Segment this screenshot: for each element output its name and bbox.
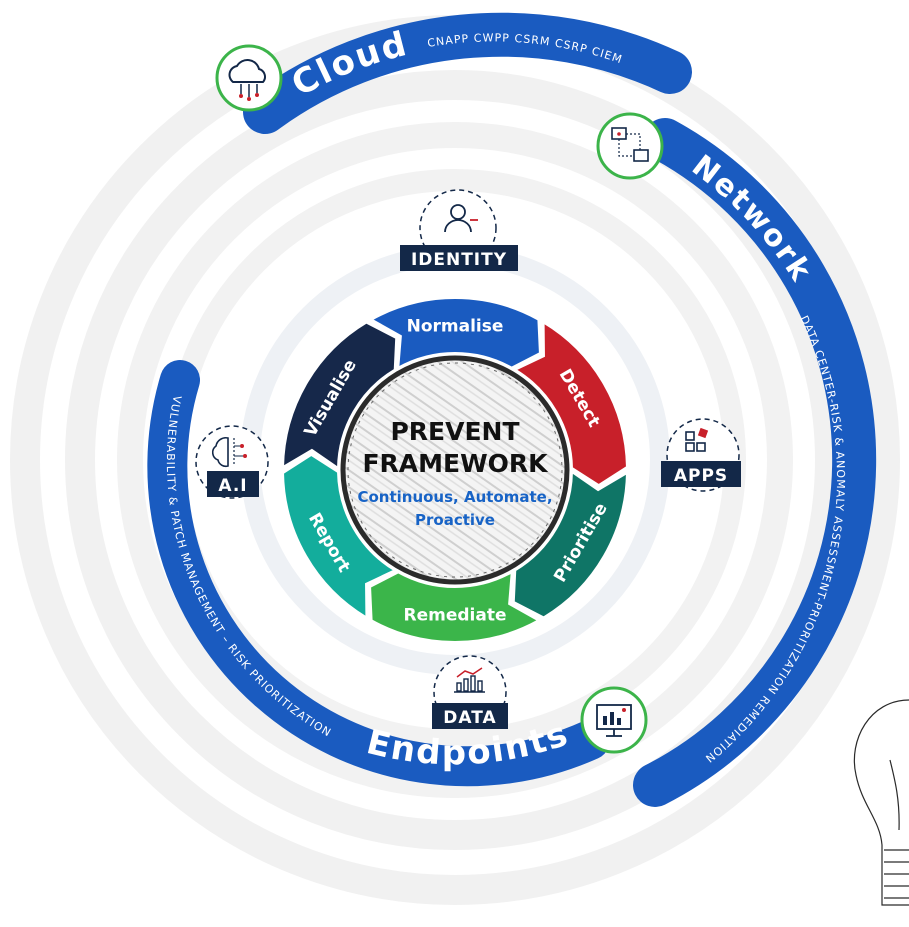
network-icon — [596, 112, 664, 180]
cycle-segment-report — [282, 453, 397, 620]
cycle-segment-prioritise — [512, 470, 629, 619]
cloud-icon — [215, 44, 283, 112]
center-subtitle-line2: Proactive — [415, 511, 495, 529]
cycle-segment-detect — [513, 320, 628, 487]
apps-label: APPS — [674, 466, 728, 486]
bar-chart-icon — [454, 667, 485, 693]
cycle-segment-visualise — [281, 321, 398, 470]
cycle-ring: NormaliseDetectPrioritiseRemediateReport… — [281, 297, 629, 643]
apps-icon — [685, 427, 709, 452]
monitor-chart-icon — [580, 686, 648, 754]
cycle-segment-remediate — [369, 570, 541, 643]
center-circle: PREVENT FRAMEWORK Continuous, Automate, … — [340, 355, 570, 585]
ai-label: A.I — [218, 476, 247, 496]
cycle-label-remediate: Remediate — [404, 606, 507, 626]
lightbulb-sketch — [853, 699, 909, 906]
identity-label: IDENTITY — [411, 250, 507, 270]
identity-badge: IDENTITY — [400, 189, 518, 271]
data-label: DATA — [443, 708, 496, 728]
cycle-segment-normalise — [369, 297, 541, 370]
center-subtitle-line1: Continuous, Automate, — [357, 488, 552, 506]
center-title-line2: FRAMEWORK — [362, 449, 549, 478]
ai-badge: A.I — [195, 425, 269, 499]
apps-badge: APPS — [661, 418, 741, 492]
brain-icon — [211, 436, 247, 468]
center-title-line1: PREVENT — [390, 417, 519, 446]
person-icon — [444, 204, 478, 233]
data-badge: DATA — [432, 655, 508, 729]
cycle-label-normalise: Normalise — [407, 317, 504, 337]
